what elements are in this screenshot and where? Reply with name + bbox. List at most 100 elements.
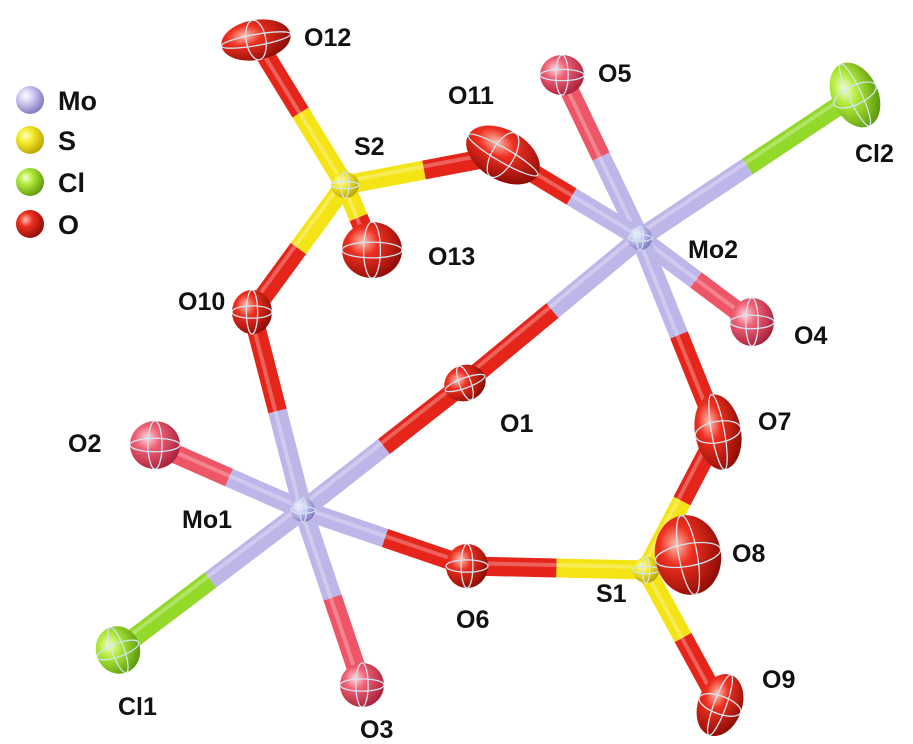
bond-mo1-o3	[293, 506, 342, 601]
atom-label-cl2: Cl2	[855, 140, 894, 168]
atom-body-o8	[654, 515, 722, 595]
legend-label-o: O	[58, 210, 79, 240]
atom-label-o1: O1	[500, 410, 533, 438]
bond-mo2-cl2	[634, 158, 753, 246]
atom-body-mo2	[628, 226, 652, 250]
atom-label-s2: S2	[354, 133, 385, 161]
atom-o4	[729, 297, 775, 347]
atom-s2	[330, 171, 360, 199]
atom-body-o13	[342, 222, 402, 278]
bond-highlight-mo1-o10	[247, 308, 302, 508]
atom-ring-meridian-o7	[708, 393, 728, 471]
atom-body-s1	[633, 557, 659, 583]
atom-o13	[341, 221, 403, 279]
atom-ring-meridian-o13	[362, 221, 382, 279]
atom-ring-equator-o3	[339, 678, 385, 692]
atom-mo2	[627, 225, 653, 251]
bond-mo1-o10	[268, 408, 313, 513]
atom-body-o6	[446, 544, 488, 588]
atom-label-o2: O2	[68, 430, 101, 458]
bond-mo1-o2	[225, 468, 307, 519]
atom-ring-meridian-o3	[355, 662, 369, 708]
bond-mo1-o6	[299, 501, 389, 547]
atom-mo1	[290, 497, 316, 523]
atom-body-s2	[331, 172, 359, 198]
bond-highlight-s1-o9	[641, 566, 719, 703]
atom-ring-equator-mo1	[290, 505, 316, 515]
bond-layer	[112, 35, 861, 710]
atom-ring-equator-o5	[539, 68, 585, 82]
atom-label-o13: O13	[428, 243, 475, 271]
bond-highlight-o10-s2	[247, 180, 344, 311]
atom-label-o3: O3	[360, 716, 393, 744]
atom-ring-equator-o2	[129, 437, 181, 453]
atom-label-o11: O11	[448, 82, 494, 110]
atom-ring-meridian-o6	[460, 543, 474, 589]
atom-ring-meridian-o11	[486, 131, 520, 179]
legend-label-s: S	[58, 126, 76, 156]
bond-highlight-s2-o12	[251, 35, 344, 184]
atom-ring-meridian-o9	[706, 674, 734, 736]
bond-mo2-o11	[566, 188, 645, 247]
atom-layer	[95, 19, 881, 736]
legend-label-mo: Mo	[58, 86, 97, 116]
atom-s1	[632, 556, 660, 584]
atom-o9	[696, 674, 744, 736]
atom-o3	[339, 662, 385, 708]
bond-mo2-o7	[631, 234, 688, 339]
atom-ring-equator-s2	[330, 180, 360, 190]
atom-ring-equator-o11	[467, 133, 539, 177]
legend-item-o: O	[16, 210, 79, 240]
atom-label-o5: O5	[598, 60, 631, 88]
atom-ring-meridian-o12	[245, 19, 267, 61]
atom-ring-meridian-mo1	[298, 497, 308, 523]
atom-label-o7: O7	[758, 408, 791, 436]
atom-ring-meridian-o2	[147, 420, 163, 470]
atom-o2	[129, 420, 181, 470]
bond-highlight-mo1-o6	[299, 505, 465, 565]
atom-ring-equator-o1	[444, 373, 486, 393]
atom-body-o7	[694, 394, 742, 470]
atom-ring-meridian-cl1	[107, 626, 129, 674]
atom-body-cl1	[95, 626, 141, 674]
atom-ring-equator-o10	[231, 305, 273, 319]
bond-highlight-mo1-o1	[298, 378, 464, 509]
bond-o1-mo2	[546, 230, 647, 318]
atom-o5	[539, 54, 585, 96]
atom-o12	[220, 19, 292, 61]
atom-label-cl1: Cl1	[118, 693, 157, 721]
atom-body-mo1	[291, 498, 315, 522]
atom-ring-meridian-s1	[641, 556, 651, 584]
atom-ring-meridian-o5	[555, 54, 569, 96]
atom-ring-meridian-cl2	[838, 63, 872, 127]
atom-o11	[466, 125, 540, 185]
bond-mo1-o1	[297, 439, 390, 518]
atom-body-o12	[221, 19, 291, 61]
atom-label-layer: Mo1Mo2S1S2Cl1Cl2O1O2O3O4O5O6O7O8O9O10O11…	[68, 24, 894, 744]
atom-ring-equator-o4	[729, 314, 775, 330]
atom-label-o10: O10	[178, 288, 225, 316]
atom-ring-meridian-o10	[245, 289, 259, 335]
atom-ring-equator-o9	[698, 693, 742, 717]
atom-o1	[444, 364, 486, 402]
bond-mo1-cl1	[204, 502, 309, 588]
atom-ring-equator-cl2	[833, 81, 877, 109]
legend-swatch-cl	[16, 168, 44, 196]
atom-ring-meridian-o8	[675, 514, 701, 596]
atom-ring-equator-o12	[220, 31, 292, 49]
legend-item-s: S	[16, 126, 76, 156]
bond-highlight-mo2-o5	[557, 71, 639, 236]
legend-swatch-mo	[16, 86, 44, 114]
atom-label-mo2: Mo2	[688, 236, 738, 264]
atom-body-o2	[130, 421, 180, 469]
legend-item-cl: Cl	[16, 168, 85, 198]
legend-label-cl: Cl	[58, 168, 85, 198]
bond-highlight-o1-mo2	[460, 233, 639, 382]
atom-label-o6: O6	[456, 606, 489, 634]
atom-o6	[445, 543, 489, 589]
atom-ring-equator-cl1	[96, 639, 140, 661]
bond-highlight-mo2-o7	[635, 234, 717, 430]
atom-ring-equator-o7	[694, 420, 742, 444]
atom-o7	[694, 393, 742, 471]
